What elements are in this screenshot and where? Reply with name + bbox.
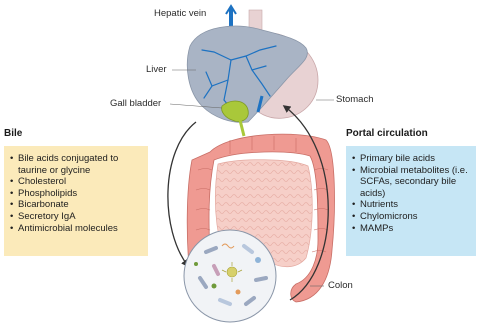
stomach-label: Stomach (336, 94, 374, 105)
list-item: MAMPs (352, 223, 470, 235)
list-item: Chylomicrons (352, 211, 470, 223)
list-item: Nutrients (352, 199, 470, 211)
liver-label: Liver (146, 64, 167, 75)
hepatic-vein-label: Hepatic vein (154, 8, 206, 19)
portal-box: Primary bile acids Microbial metabolites… (346, 146, 476, 256)
portal-list: Primary bile acids Microbial metabolites… (352, 153, 470, 234)
list-item: Microbial metabolites (i.e. SCFAs, secon… (352, 165, 470, 200)
portal-heading: Portal circulation (346, 128, 428, 139)
gut-microbiota-inset (184, 230, 276, 322)
list-item: Bicarbonate (10, 199, 142, 211)
list-item: Phospholipids (10, 188, 142, 200)
gall-bladder-label: Gall bladder (110, 98, 161, 109)
list-item: Antimicrobial molecules (10, 223, 142, 235)
list-item: Secretory IgA (10, 211, 142, 223)
bile-heading: Bile (4, 128, 22, 139)
list-item: Bile acids conjugated to taurine or glyc… (10, 153, 142, 176)
bile-list: Bile acids conjugated to taurine or glyc… (10, 153, 142, 234)
list-item: Primary bile acids (352, 153, 470, 165)
bile-box: Bile acids conjugated to taurine or glyc… (4, 146, 148, 256)
list-item: Cholesterol (10, 176, 142, 188)
colon-label: Colon (328, 280, 353, 291)
